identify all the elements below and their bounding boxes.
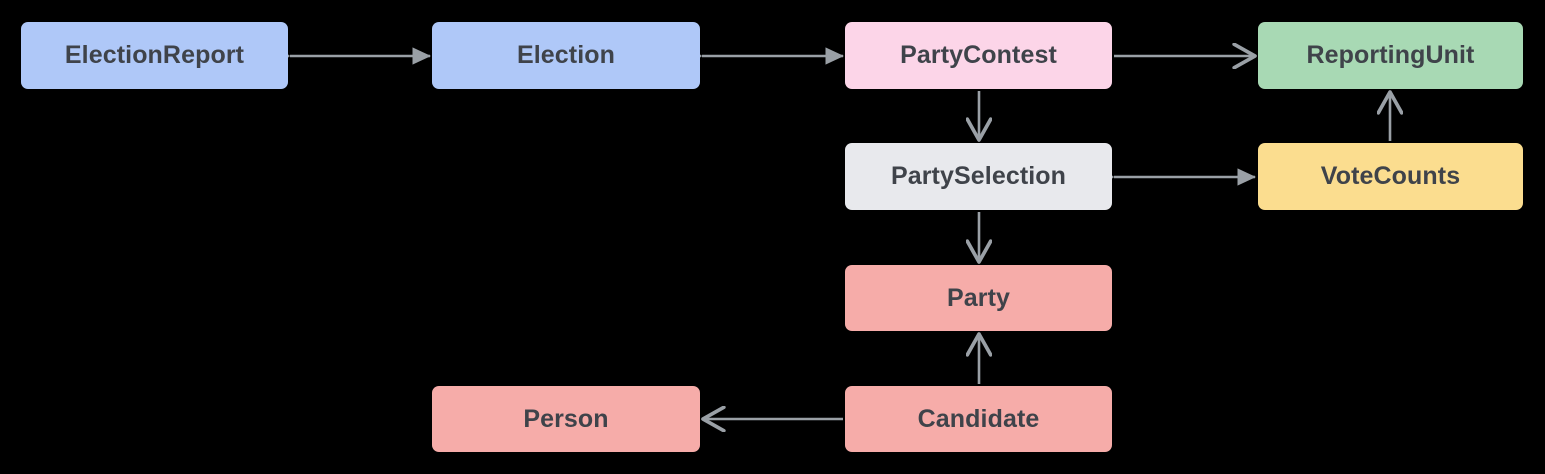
node-label-partyselection: PartySelection: [890, 162, 1067, 190]
node-label-reportingunit: ReportingUnit: [1306, 41, 1475, 69]
node-person[interactable]: Person: [432, 386, 700, 452]
node-label-votecounts: VoteCounts: [1320, 162, 1461, 190]
node-partyselection[interactable]: PartySelection: [845, 143, 1112, 210]
node-label-election: Election: [516, 41, 616, 69]
node-label-candidate: Candidate: [917, 404, 1040, 433]
node-label-person: Person: [523, 404, 609, 433]
node-candidate[interactable]: Candidate: [845, 386, 1112, 452]
node-party[interactable]: Party: [845, 265, 1112, 331]
node-label-partycontest: PartyContest: [900, 41, 1057, 69]
node-election[interactable]: Election: [432, 22, 700, 89]
node-label-party: Party: [946, 283, 1011, 312]
node-electionreport[interactable]: ElectionReport: [21, 22, 288, 89]
node-partycontest[interactable]: PartyContest: [845, 22, 1112, 89]
node-label-electionreport: ElectionReport: [64, 41, 245, 69]
node-votecounts[interactable]: VoteCounts: [1258, 143, 1523, 210]
node-reportingunit[interactable]: ReportingUnit: [1258, 22, 1523, 89]
